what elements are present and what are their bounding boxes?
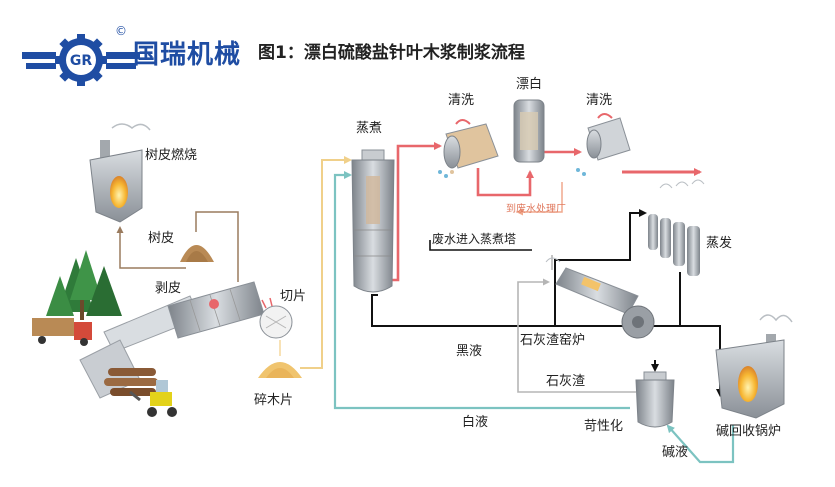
white-liquor-line bbox=[333, 171, 630, 410]
causticizer-icon bbox=[635, 371, 675, 428]
logo-text: GR bbox=[70, 53, 92, 69]
label-lime-mud: 石灰渣 bbox=[546, 374, 586, 389]
log-pile-icon bbox=[104, 368, 158, 396]
label-bark: 树皮 bbox=[148, 231, 175, 246]
label-bleaching: 漂白 bbox=[516, 77, 543, 92]
bark-to-boiler-line bbox=[116, 226, 186, 269]
label-black-liquor: 黑液 bbox=[456, 344, 483, 359]
forest-icon bbox=[46, 250, 122, 320]
pulp-flow-2 bbox=[476, 168, 534, 197]
label-washing-2: 清洗 bbox=[586, 93, 613, 108]
bark-boiler-icon bbox=[89, 123, 151, 223]
diagram-title: 图1：漂白硫酸盐针叶木浆制浆流程 bbox=[258, 43, 525, 63]
lime-mud-line bbox=[517, 278, 636, 393]
label-recovery-boiler: 碱回收锅炉 bbox=[716, 424, 782, 439]
lime-kiln-icon bbox=[545, 257, 655, 339]
evaporator-feed-line bbox=[554, 209, 647, 326]
brand-name: 国瑞机械 bbox=[133, 40, 242, 70]
label-white-liquor: 白液 bbox=[462, 415, 489, 430]
copyright-mark: © bbox=[115, 24, 127, 38]
chipper-icon bbox=[259, 297, 293, 339]
green-liquor-line bbox=[666, 424, 735, 464]
recovery-boiler-icon bbox=[715, 314, 793, 419]
chip-pile-icon bbox=[258, 340, 302, 378]
label-debarking: 剥皮 bbox=[155, 281, 182, 296]
label-to-wastewater-plant: 到废水处理厂 bbox=[506, 204, 566, 215]
chip-flow-line bbox=[300, 156, 352, 369]
digester-icon bbox=[351, 149, 395, 293]
label-bark-burning: 树皮燃烧 bbox=[145, 148, 198, 163]
gear-logo-icon: GR bbox=[22, 34, 140, 86]
label-wood-chips: 碎木片 bbox=[254, 393, 294, 408]
brand-logo: GR bbox=[22, 30, 262, 86]
label-cooking: 蒸煮 bbox=[356, 121, 383, 136]
wastewater-treatment-line bbox=[516, 182, 563, 216]
label-washing-1: 清洗 bbox=[448, 93, 475, 108]
label-evaporation: 蒸发 bbox=[706, 236, 733, 251]
wastewater-digester-line bbox=[429, 240, 532, 251]
truck-icon bbox=[32, 318, 92, 346]
label-green-liquor: 碱液 bbox=[662, 445, 689, 460]
label-chipping: 切片 bbox=[280, 289, 307, 304]
label-lime-kiln: 石灰渣窑炉 bbox=[520, 333, 586, 348]
bark-flow-line bbox=[195, 211, 239, 282]
label-causticizing: 苛性化 bbox=[584, 419, 624, 434]
loader-icon bbox=[129, 380, 177, 417]
bleach-tower-icon bbox=[513, 99, 545, 163]
evaporator-icon bbox=[648, 179, 705, 276]
label-wastewater-to-digester: 废水进入蒸煮塔 bbox=[432, 232, 517, 246]
debarking-drum-icon bbox=[167, 281, 265, 339]
bark-pile-icon bbox=[180, 245, 214, 262]
washer-icon-2 bbox=[576, 113, 631, 176]
washer-icon bbox=[438, 119, 499, 178]
